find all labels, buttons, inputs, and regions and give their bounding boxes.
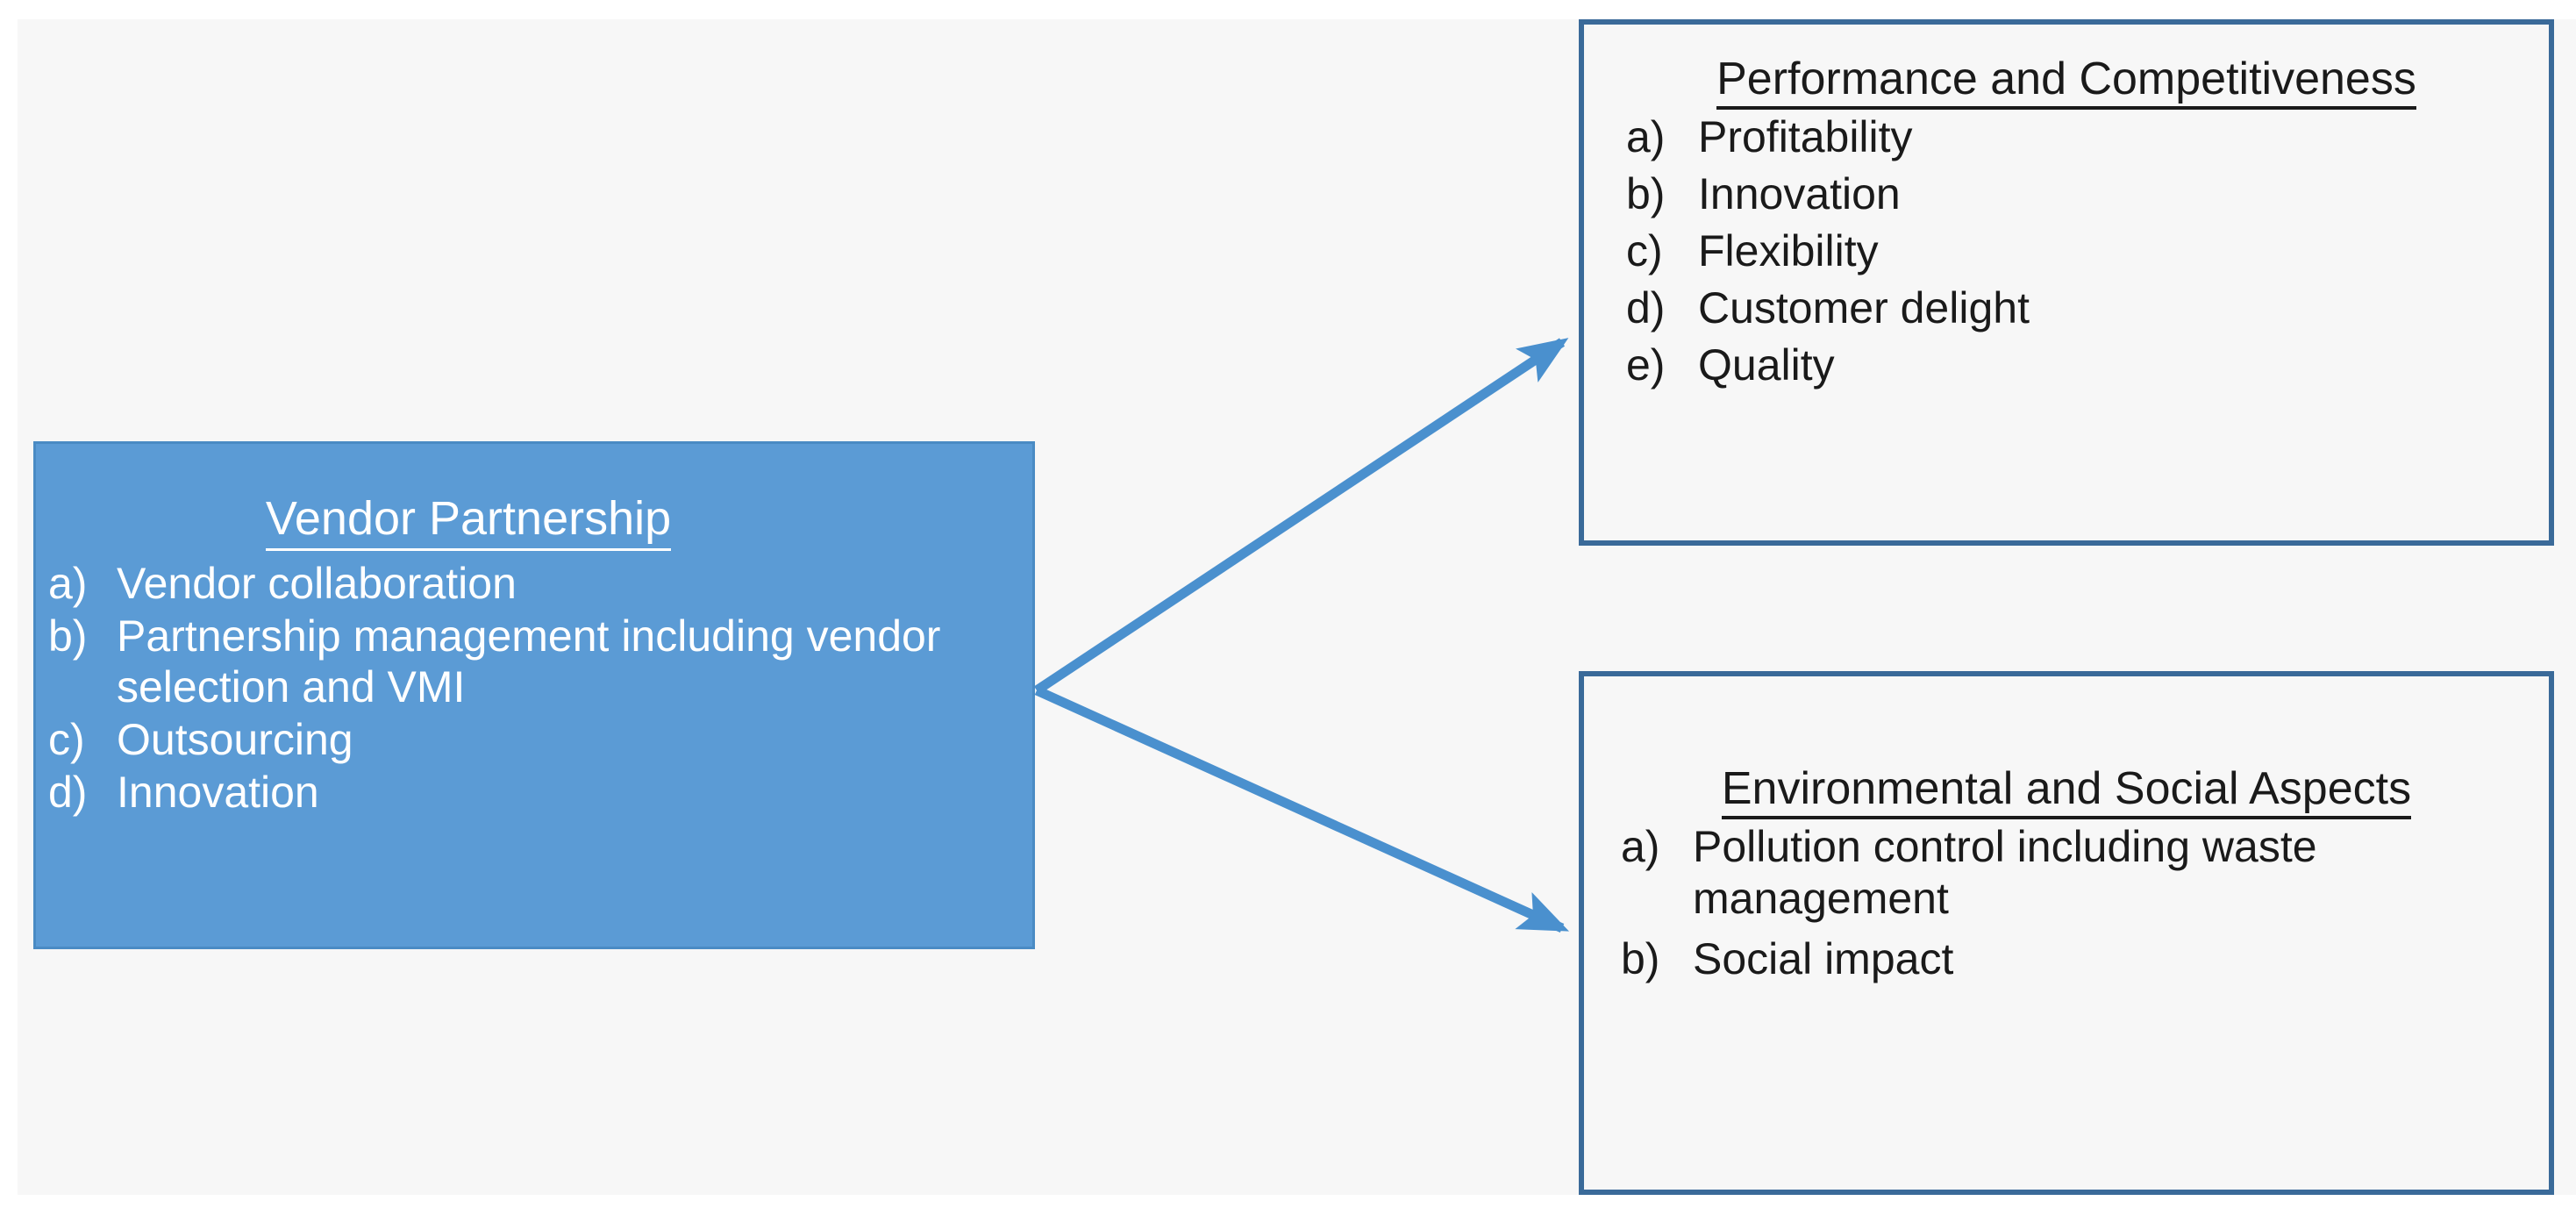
list-marker: d) <box>48 768 88 818</box>
list-item-text: Social impact <box>1693 934 1954 984</box>
list-item-text: Flexibility <box>1698 226 1879 276</box>
list-marker: d) <box>1626 283 1666 333</box>
vendor-partnership-list: a) Vendor collaboration b) Partnership m… <box>36 558 1032 818</box>
performance-competitiveness-title-text: Performance and Competitiveness <box>1716 54 2416 110</box>
list-marker: e) <box>1626 340 1666 390</box>
environmental-social-box[interactable]: Environmental and Social Aspects a) Poll… <box>1579 671 2554 1195</box>
list-item: a) Profitability <box>1626 111 2526 163</box>
list-item-text: Pollution control including waste manage… <box>1693 822 2317 924</box>
list-marker: a) <box>1621 822 1660 872</box>
list-item-text: Partnership management including vendor … <box>117 611 941 712</box>
list-marker: a) <box>1626 112 1666 162</box>
environmental-social-title-text: Environmental and Social Aspects <box>1721 763 2412 819</box>
list-item: a) Pollution control including waste man… <box>1621 821 2526 925</box>
list-item: c) Flexibility <box>1626 225 2526 277</box>
list-item: a) Vendor collaboration <box>48 558 1008 609</box>
performance-competitiveness-list: a) Profitability b) Innovation c) Flexib… <box>1584 111 2549 391</box>
environmental-social-title: Environmental and Social Aspects <box>1584 763 2549 819</box>
list-item: d) Customer delight <box>1626 282 2526 334</box>
list-item-text: Customer delight <box>1698 283 2030 333</box>
list-item: c) Outsourcing <box>48 714 1008 765</box>
list-item-text: Innovation <box>1698 169 1901 219</box>
list-item-text: Vendor collaboration <box>117 559 517 609</box>
performance-competitiveness-box[interactable]: Performance and Competitiveness a) Profi… <box>1579 19 2554 546</box>
list-item-text: Profitability <box>1698 112 1913 162</box>
vendor-partnership-title-text: Vendor Partnership <box>265 492 672 551</box>
vendor-partnership-box[interactable]: Vendor Partnership a) Vendor collaborati… <box>33 441 1035 949</box>
list-marker: a) <box>48 559 88 609</box>
list-item: b) Social impact <box>1621 933 2526 985</box>
list-item-text: Innovation <box>117 768 319 818</box>
list-marker: b) <box>1626 169 1666 219</box>
list-item: e) Quality <box>1626 340 2526 391</box>
list-item-text: Quality <box>1698 340 1835 390</box>
vendor-partnership-title: Vendor Partnership <box>36 492 1032 551</box>
list-marker: c) <box>48 715 85 765</box>
performance-competitiveness-title: Performance and Competitiveness <box>1584 54 2549 110</box>
list-item-text: Outsourcing <box>117 715 353 765</box>
list-item: b) Innovation <box>1626 168 2526 220</box>
list-item: b) Partnership management including vend… <box>48 611 1008 712</box>
list-marker: b) <box>1621 934 1660 984</box>
list-marker: c) <box>1626 226 1663 276</box>
environmental-social-list: a) Pollution control including waste man… <box>1584 821 2549 985</box>
list-marker: b) <box>48 611 88 661</box>
list-item: d) Innovation <box>48 767 1008 818</box>
